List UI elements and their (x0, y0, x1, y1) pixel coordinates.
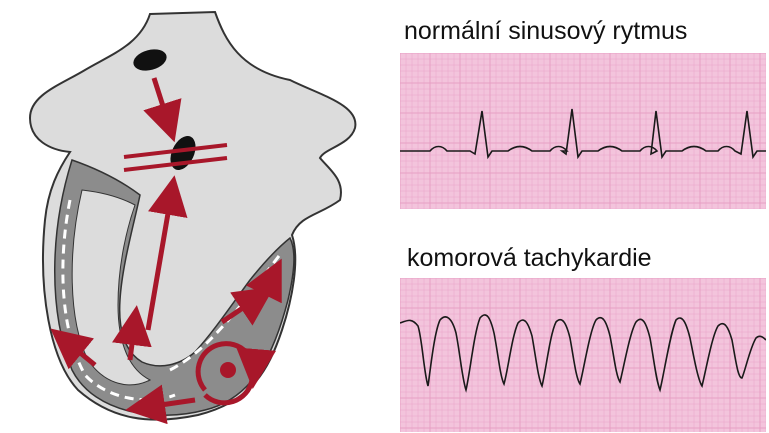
ventricular-tachycardia-ecg-strip (400, 278, 766, 432)
sinus-rhythm-title: normální sinusový rytmus (404, 19, 687, 44)
sinus-rhythm-ecg-strip (400, 53, 766, 209)
ventricular-tachycardia-title: komorová tachykardie (407, 246, 652, 271)
heart-conduction-diagram (0, 0, 380, 433)
